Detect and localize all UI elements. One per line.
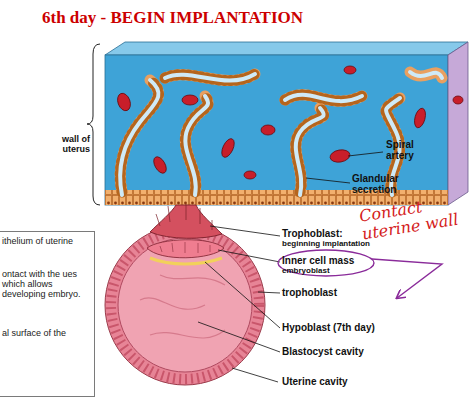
spiral-artery xyxy=(329,148,351,163)
sub-label: beginning implantation xyxy=(282,240,370,249)
gland xyxy=(410,72,442,78)
leader-line xyxy=(198,322,280,352)
blood-vessel xyxy=(261,125,275,135)
wall-front-face xyxy=(105,55,448,205)
part-label: Glandular secretion xyxy=(352,173,416,195)
box-text: ontact with the ues which allows develop… xyxy=(2,269,92,299)
part-label: Inner cell mass xyxy=(282,255,354,266)
wall-bracket xyxy=(87,44,100,205)
box-text: ithelium of uterine xyxy=(2,236,92,246)
text-box: ithelium of uterine ontact with the ues w… xyxy=(0,231,95,397)
leader-line xyxy=(210,226,280,236)
gland-cells xyxy=(165,74,255,81)
blood-vessel xyxy=(115,91,132,112)
blood-vessel xyxy=(244,171,256,179)
gland-lumen xyxy=(165,74,255,81)
blood-vessel xyxy=(413,107,428,129)
annotation-circle xyxy=(278,250,374,276)
box-text: al surface of the xyxy=(2,328,92,338)
part-label: Blastocyst cavity xyxy=(282,346,364,357)
leader-line xyxy=(232,368,278,382)
part-label: Uterine cavity xyxy=(282,376,348,387)
inner-cell-mass-cells xyxy=(160,242,210,253)
hypoblast xyxy=(150,258,222,264)
trophoblast-shell xyxy=(105,225,265,385)
gland xyxy=(165,74,255,81)
sub-label: embryoblast xyxy=(282,267,330,276)
part-label: Trophoblast: xyxy=(282,228,343,239)
part-label: trophoblast xyxy=(282,287,337,298)
blood-vessel xyxy=(344,66,356,74)
leader-line xyxy=(218,250,280,262)
syncytium-villi xyxy=(156,204,212,230)
wall-side-face xyxy=(448,42,468,205)
gland-lumens xyxy=(120,72,442,195)
leader-line xyxy=(348,152,383,156)
syncytiotrophoblast xyxy=(150,205,222,238)
annotation-arrow xyxy=(372,259,442,298)
blood-vessels xyxy=(115,66,463,179)
part-label: Spiral artery xyxy=(386,139,432,161)
wall-top-face xyxy=(105,42,468,55)
leader-line xyxy=(306,178,350,183)
gland-lumen xyxy=(285,95,362,101)
gland-lumen xyxy=(410,72,442,78)
gland-lumen xyxy=(296,108,324,195)
glands xyxy=(120,72,442,195)
uterine-wall xyxy=(105,42,468,205)
cavity-veins xyxy=(140,275,225,338)
blood-vessel xyxy=(219,137,237,159)
gland xyxy=(285,95,362,101)
leader-line xyxy=(205,262,280,328)
blastocyst xyxy=(105,204,265,385)
part-label: Hypoblast (7th day) xyxy=(282,322,375,333)
gland-lumen xyxy=(185,96,208,195)
title: 6th day - BEGIN IMPLANTATION xyxy=(42,8,303,27)
blood-vessel xyxy=(182,95,198,105)
trophoblast-cells xyxy=(111,231,259,379)
blood-vessel xyxy=(453,96,463,104)
blood-vessel xyxy=(151,155,169,176)
gland-cells xyxy=(285,95,362,101)
inner-cell-mass xyxy=(147,240,224,258)
wall-label: wall of uterus xyxy=(52,134,90,154)
leader-line xyxy=(258,292,280,293)
blastocyst-cavity xyxy=(118,238,252,372)
